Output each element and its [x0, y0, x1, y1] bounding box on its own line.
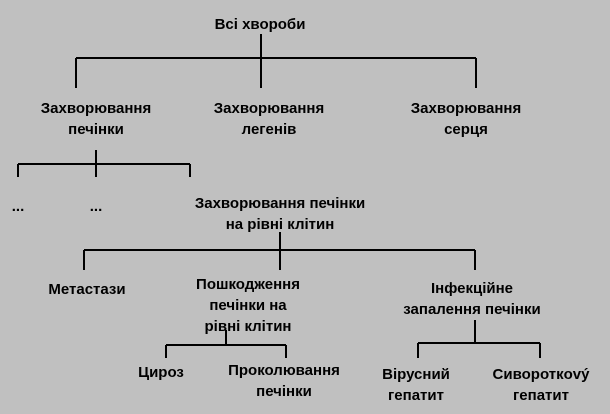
node-heart-disease: Захворювання серця	[410, 100, 522, 138]
node-cell-level-liver-disease: Захворювання печінки на рівні клітин	[194, 195, 366, 233]
node-ellipsis-2: ...	[89, 198, 103, 215]
node-cirrhosis: Цироз	[138, 364, 184, 381]
node-liver-damage-cell-level: Пошкодження печінки на рівні клітин	[196, 276, 300, 335]
node-liver-disease: Захворювання печінки	[40, 100, 152, 138]
node-viral-hepatitis: Вірусний гепатит	[382, 366, 450, 404]
node-liver-puncture: Проколювання печінки	[228, 362, 340, 400]
node-lung-disease: Захворювання легенів	[213, 100, 325, 138]
node-ellipsis-1: ...	[11, 198, 25, 215]
root-node: Всі хвороби	[214, 16, 306, 33]
node-serum-hepatitis: Сивороткový гепатит	[492, 366, 590, 404]
node-metastases: Метастази	[48, 281, 126, 298]
node-infectious-inflammation: Інфекційне запалення печінки	[403, 280, 541, 318]
